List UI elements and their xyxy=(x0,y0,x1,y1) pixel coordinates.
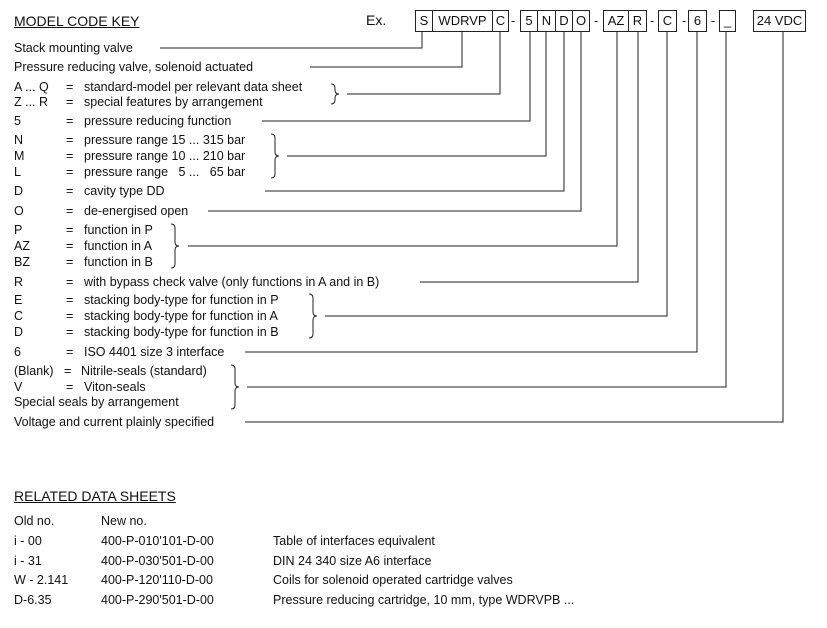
old-no: i - 00 xyxy=(14,534,42,548)
sheet-title: Pressure reducing cartridge, 10 mm, type… xyxy=(273,593,575,607)
separator: - xyxy=(711,14,716,28)
separator: - xyxy=(511,14,516,28)
code-box-voltage: 24 VDC xyxy=(753,10,806,32)
sheet-title: Table of interfaces equivalent xyxy=(273,534,435,548)
code-value: N xyxy=(14,133,24,147)
equals-sign: = xyxy=(66,380,74,394)
code-description: pressure range 10 ... 210 bar xyxy=(84,149,246,163)
equals-sign: = xyxy=(66,325,74,339)
equals-sign: = xyxy=(66,223,74,237)
code-description: ISO 4401 size 3 interface xyxy=(84,345,225,359)
code-box-d: D xyxy=(555,10,573,32)
new-no: 400-P-030'501-D-00 xyxy=(101,554,214,568)
code-description: Stack mounting valve xyxy=(14,41,133,55)
code-box-az: AZ xyxy=(603,10,629,32)
code-description: stacking body-type for function in B xyxy=(84,325,279,339)
header-new-no: New no. xyxy=(101,514,147,528)
code-box-wdrvp: WDRVP xyxy=(432,10,493,32)
code-value: L xyxy=(14,165,21,179)
code-value: D xyxy=(14,184,24,198)
sheet-title: Coils for solenoid operated cartridge va… xyxy=(273,573,513,587)
code-value: 6 xyxy=(14,345,21,359)
separator: - xyxy=(650,14,655,28)
equals-sign: = xyxy=(66,114,74,128)
separator: - xyxy=(594,14,599,28)
old-no: W - 2.141 xyxy=(14,573,69,587)
code-box-r: R xyxy=(628,10,647,32)
equals-sign: = xyxy=(66,204,74,218)
code-value: Z ... R xyxy=(14,95,49,109)
code-description: Special seals by arrangement xyxy=(14,395,179,409)
code-value: C xyxy=(14,309,24,323)
code-box-6: 6 xyxy=(688,10,707,32)
code-description: pressure range 15 ... 315 bar xyxy=(84,133,246,147)
equals-sign: = xyxy=(66,149,74,163)
code-value: A ... Q xyxy=(14,80,49,94)
code-box-c: C xyxy=(492,10,509,32)
code-box-5: 5 xyxy=(520,10,538,32)
code-value: O xyxy=(14,204,24,218)
equals-sign: = xyxy=(66,95,74,109)
code-box-s: S xyxy=(415,10,433,32)
example-label: Ex. xyxy=(366,12,387,28)
related-title: RELATED DATA SHEETS xyxy=(14,488,176,504)
code-value: AZ xyxy=(14,239,30,253)
code-value: M xyxy=(14,149,25,163)
new-no: 400-P-120'110-D-00 xyxy=(101,573,213,587)
code-value: 5 xyxy=(14,114,21,128)
old-no: i - 31 xyxy=(14,554,42,568)
equals-sign: = xyxy=(66,345,74,359)
equals-sign: = xyxy=(66,275,74,289)
code-description: function in B xyxy=(84,255,153,269)
equals-sign: = xyxy=(66,165,74,179)
code-description: Voltage and current plainly specified xyxy=(14,415,215,429)
code-value: V xyxy=(14,380,23,394)
code-description: Viton-seals xyxy=(84,380,146,394)
equals-sign: = xyxy=(66,80,74,94)
code-description: de-energised open xyxy=(84,204,189,218)
equals-sign: = xyxy=(64,364,72,378)
equals-sign: = xyxy=(66,133,74,147)
header-old-no: Old no. xyxy=(14,514,55,528)
equals-sign: = xyxy=(66,309,74,323)
code-box-n: N xyxy=(537,10,556,32)
new-no: 400-P-290'501-D-00 xyxy=(101,593,214,607)
code-description: with bypass check valve (only functions … xyxy=(84,275,380,289)
page-title: MODEL CODE KEY xyxy=(14,13,140,29)
code-value: P xyxy=(14,223,23,237)
code-description: special features by arrangement xyxy=(84,95,263,109)
code-box-c2: C xyxy=(658,10,677,32)
code-description: stacking body-type for function in A xyxy=(84,309,278,323)
code-box-seals: _ xyxy=(719,10,736,32)
sheet-title: DIN 24 340 size A6 interface xyxy=(273,554,432,568)
code-value: D xyxy=(14,325,24,339)
equals-sign: = xyxy=(66,293,74,307)
equals-sign: = xyxy=(66,239,74,253)
code-description: stacking body-type for function in P xyxy=(84,293,279,307)
equals-sign: = xyxy=(66,255,74,269)
code-description: standard-model per relevant data sheet xyxy=(84,80,303,94)
code-box-o: O xyxy=(572,10,590,32)
code-description: function in P xyxy=(84,223,153,237)
equals-sign: = xyxy=(66,184,74,198)
separator: - xyxy=(682,14,687,28)
code-value: R xyxy=(14,275,24,289)
code-description: Pressure reducing valve, solenoid actuat… xyxy=(14,60,254,74)
code-description: cavity type DD xyxy=(84,184,165,198)
old-no: D-6.35 xyxy=(14,593,52,607)
code-value: (Blank) xyxy=(14,364,54,378)
code-description: function in A xyxy=(84,239,153,253)
code-description: pressure range 5 ... 65 bar xyxy=(84,165,246,179)
code-description: Nitrile-seals (standard) xyxy=(81,364,207,378)
code-description: pressure reducing function xyxy=(84,114,232,128)
code-value: E xyxy=(14,293,23,307)
new-no: 400-P-010'101-D-00 xyxy=(101,534,214,548)
code-value: BZ xyxy=(14,255,30,269)
